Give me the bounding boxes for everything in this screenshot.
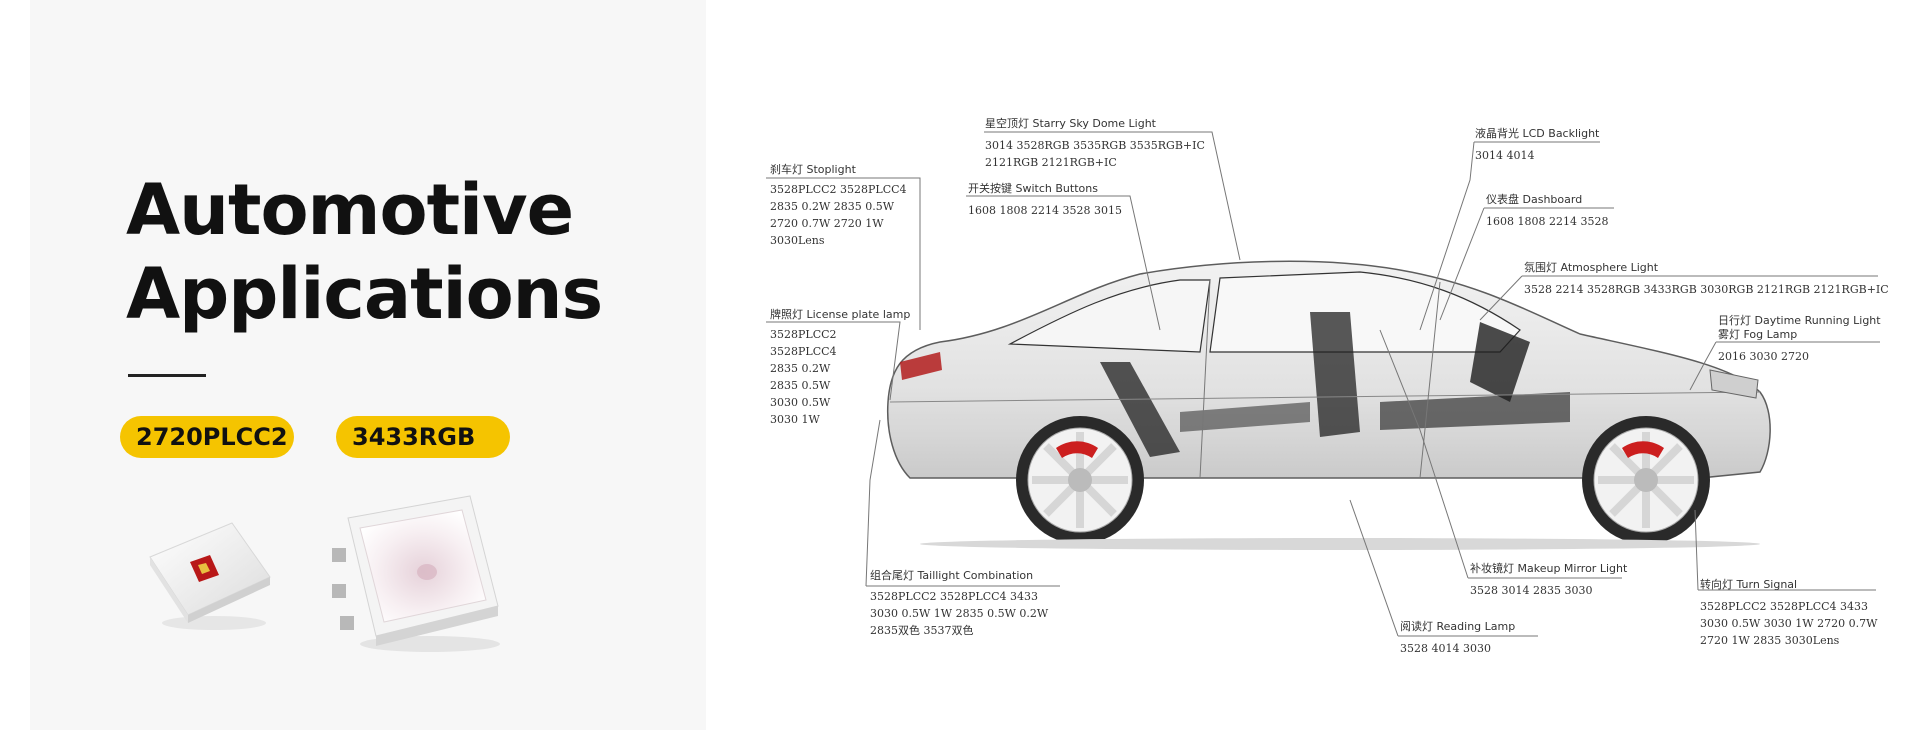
atmosphere-title: 氛围灯 Atmosphere Light (1524, 261, 1659, 274)
led-2720plcc2-image (149, 522, 271, 630)
turn-title: 转向灯 Turn Signal (1700, 578, 1798, 591)
annotation-license-plate: 牌照灯 License plate lamp 3528PLCC2 3528PLC… (770, 308, 910, 428)
license-title: 牌照灯 License plate lamp (770, 308, 911, 321)
reading-line-1: 3528 4014 3030 (1400, 642, 1491, 655)
annotation-taillight-combination: 组合尾灯 Taillight Combination 3528PLCC2 352… (870, 569, 1048, 639)
starry-line-1: 3014 3528RGB 3535RGB 3535RGB+IC (985, 139, 1205, 152)
stoplight-line-4: 3030Lens (770, 234, 825, 247)
switch-title: 开关按键 Switch Buttons (968, 182, 1098, 195)
annotation-stoplight: 刹车灯 Stoplight 3528PLCC2 3528PLCC4 2835 0… (770, 163, 907, 249)
car-xray-image (886, 260, 1771, 550)
badge-2720plcc2: 2720PLCC2 (120, 416, 294, 458)
left-panel (30, 0, 706, 730)
annotation-daytime-running-light: 日行灯 Daytime Running Light 雾灯 Fog Lamp 20… (1718, 314, 1881, 365)
drl-title: 日行灯 Daytime Running Light (1718, 314, 1881, 327)
taillight-title: 组合尾灯 Taillight Combination (870, 569, 1034, 582)
taillight-line-3: 2835双色 3537双色 (870, 624, 974, 637)
annotation-turn-signal: 转向灯 Turn Signal 3528PLCC2 3528PLCC4 3433… (1700, 578, 1877, 649)
starry-line-2: 2121RGB 2121RGB+IC (985, 156, 1117, 169)
license-line-3: 2835 0.2W (770, 362, 831, 375)
annotation-lcd-backlight: 液晶背光 LCD Backlight 3014 4014 (1475, 127, 1599, 164)
license-line-4: 2835 0.5W (770, 379, 831, 392)
badge-3433rgb: 3433RGB (336, 416, 510, 458)
annotation-atmosphere-light: 氛围灯 Atmosphere Light 3528 2214 3528RGB 3… (1524, 261, 1889, 298)
led-3433rgb-image (332, 495, 500, 652)
license-line-1: 3528PLCC2 (770, 328, 837, 341)
fog-title: 雾灯 Fog Lamp (1718, 328, 1798, 341)
title-line-1: Automotive (126, 169, 574, 251)
atmosphere-line-1: 3528 2214 3528RGB 3433RGB 3030RGB 2121RG… (1524, 283, 1889, 296)
makeup-title: 补妆镜灯 Makeup Mirror Light (1470, 562, 1628, 575)
reading-title: 阅读灯 Reading Lamp (1400, 620, 1516, 633)
license-line-6: 3030 1W (770, 413, 820, 426)
dashboard-line-1: 1608 1808 2214 3528 (1486, 215, 1609, 228)
rear-wheel (1016, 416, 1144, 544)
turn-line-2: 3030 0.5W 3030 1W 2720 0.7W (1700, 617, 1878, 630)
switch-line-1: 1608 1808 2214 3528 3015 (968, 204, 1122, 217)
license-line-5: 3030 0.5W (770, 396, 831, 409)
lcd-line-1: 3014 4014 (1475, 149, 1535, 162)
annotation-reading-lamp: 阅读灯 Reading Lamp 3528 4014 3030 (1400, 620, 1515, 657)
annotation-dashboard: 仪表盘 Dashboard 1608 1808 2214 3528 (1486, 193, 1608, 230)
taillight-line-1: 3528PLCC2 3528PLCC4 3433 (870, 590, 1039, 603)
license-line-2: 3528PLCC4 (770, 345, 837, 358)
annotation-switch-buttons: 开关按键 Switch Buttons 1608 1808 2214 3528 … (968, 182, 1122, 219)
drl-line-1: 2016 3030 2720 (1718, 350, 1809, 363)
front-wheel (1582, 416, 1710, 544)
page-title: Automotive Applications (126, 168, 603, 336)
title-line-2: Applications (126, 253, 603, 335)
turn-line-1: 3528PLCC2 3528PLCC4 3433 (1700, 600, 1869, 613)
annotation-starry-sky: 星空顶灯 Starry Sky Dome Light 3014 3528RGB … (985, 117, 1205, 171)
stoplight-title: 刹车灯 Stoplight (770, 163, 856, 176)
dashboard-title: 仪表盘 Dashboard (1486, 193, 1583, 206)
taillight-line-2: 3030 0.5W 1W 2835 0.5W 0.2W (870, 607, 1049, 620)
starry-title: 星空顶灯 Starry Sky Dome Light (985, 117, 1156, 130)
title-divider (128, 374, 206, 377)
annotation-makeup-mirror: 补妆镜灯 Makeup Mirror Light 3528 3014 2835 … (1470, 562, 1627, 599)
stoplight-line-2: 2835 0.2W 2835 0.5W (770, 200, 895, 213)
stoplight-line-1: 3528PLCC2 3528PLCC4 (770, 183, 907, 196)
makeup-line-1: 3528 3014 2835 3030 (1470, 584, 1593, 597)
turn-line-3: 2720 1W 2835 3030Lens (1700, 634, 1840, 647)
stoplight-line-3: 2720 0.7W 2720 1W (770, 217, 884, 230)
lcd-title: 液晶背光 LCD Backlight (1475, 127, 1600, 140)
